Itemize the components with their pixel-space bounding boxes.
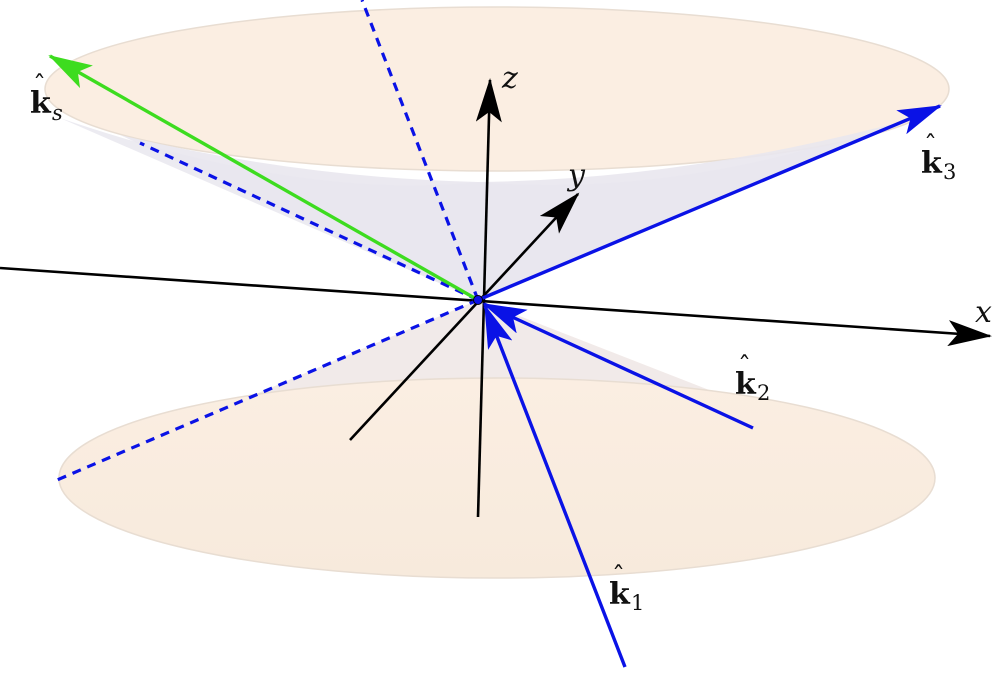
svg-text:2: 2 xyxy=(757,381,770,405)
svg-text:ˆ: ˆ xyxy=(33,71,46,101)
svg-text:3: 3 xyxy=(943,160,956,184)
x-axis xyxy=(0,266,992,347)
y-axis-label: y xyxy=(566,158,586,193)
svg-text:k: k xyxy=(921,146,943,181)
vector-ks xyxy=(48,54,479,302)
z-axis-label: z xyxy=(501,61,518,96)
vector-k1 xyxy=(483,304,627,668)
y-axis xyxy=(349,192,580,441)
vector-k3 xyxy=(477,104,942,302)
svg-text:ˆ: ˆ xyxy=(612,562,625,592)
svg-text:ˆ: ˆ xyxy=(924,131,937,161)
x-axis-label: x xyxy=(975,295,992,330)
lower-cone-base xyxy=(58,377,936,579)
svg-text:k: k xyxy=(735,367,757,402)
dashed-line-upper-vertical xyxy=(360,0,480,301)
label-k1: ˆ k 1 xyxy=(609,562,644,615)
upper-cone-inner-shading xyxy=(120,122,900,300)
svg-text:1: 1 xyxy=(631,591,644,615)
dashed-line-lower-left xyxy=(56,298,479,482)
dashed-line-upper-left xyxy=(139,141,479,302)
label-ks: ˆ k s xyxy=(30,71,63,125)
svg-text:ˆ: ˆ xyxy=(738,352,751,382)
svg-text:k: k xyxy=(30,86,52,121)
origin-point xyxy=(473,295,483,305)
label-k3: ˆ k 3 xyxy=(921,131,956,184)
svg-text:s: s xyxy=(52,101,63,125)
vector-k2 xyxy=(482,302,754,430)
label-k2: ˆ k 2 xyxy=(735,352,770,405)
svg-text:k: k xyxy=(609,577,631,612)
